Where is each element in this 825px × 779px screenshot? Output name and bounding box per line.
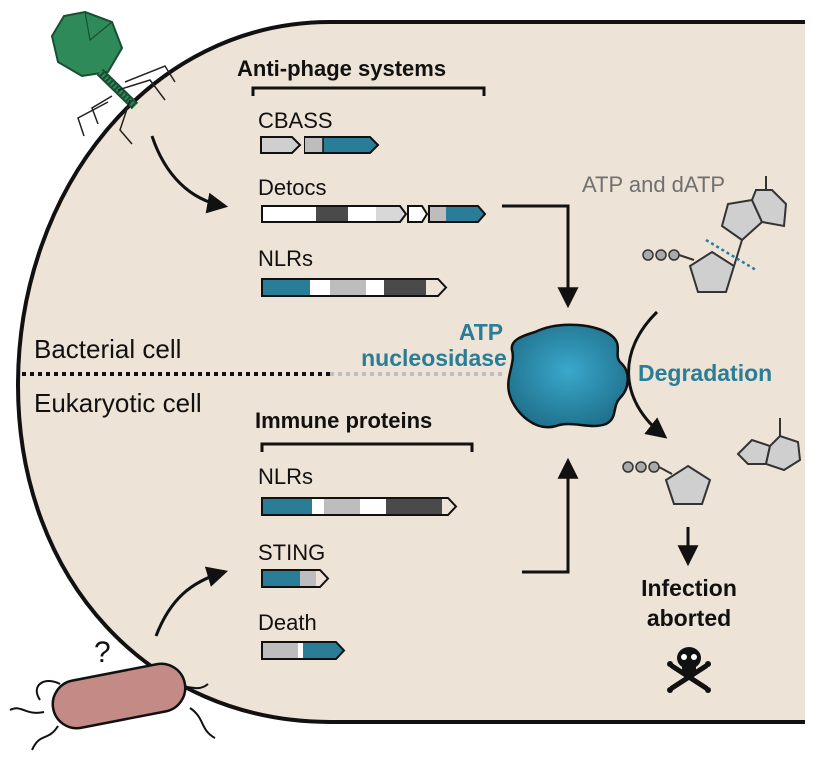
atp-molecule-icon — [642, 176, 788, 293]
atp-nucleosidase-enzyme — [507, 323, 629, 429]
gene-diagram-death — [261, 641, 346, 660]
infection-arrow — [150, 135, 229, 214]
degradation-arrow — [627, 310, 668, 439]
ribose-triphosphate-icon — [622, 461, 712, 505]
sting-to-enzyme-arrow — [522, 457, 579, 574]
phage-icon — [50, 10, 176, 145]
bacterium-icon — [9, 662, 216, 751]
gene-label-nlrs-bacterial: NLRs — [258, 246, 313, 271]
substrate-label: ATP and dATP — [582, 172, 725, 197]
anti-phage-bracket — [251, 86, 486, 96]
degradation-label: Degradation — [638, 360, 772, 386]
gene-diagram-nlrs-eukaryotic — [261, 497, 458, 516]
enzyme-label-line2: nucleosidase — [361, 345, 507, 371]
gene-label-cbass: CBASS — [258, 108, 333, 133]
detocs-to-enzyme-arrow — [502, 204, 579, 309]
anti-phage-title: Anti-phage systems — [237, 56, 446, 81]
outcome-line1: Infection — [641, 575, 737, 601]
bacterial-cell-label: Bacterial cell — [34, 334, 181, 364]
gene-label-death: Death — [258, 610, 317, 635]
outcome-line2: aborted — [647, 605, 731, 631]
gene-diagram-sting — [261, 569, 330, 588]
gene-diagram-detocs — [261, 205, 487, 223]
eukaryotic-cell-label: Eukaryotic cell — [34, 388, 202, 418]
enzyme-label-line1: ATP — [459, 319, 503, 345]
gene-label-nlrs-eukaryotic: NLRs — [258, 464, 313, 489]
adenine-icon — [736, 418, 802, 472]
bacterium-arrow — [154, 566, 229, 637]
immune-proteins-title: Immune proteins — [255, 408, 432, 433]
gene-diagram-cbass — [260, 136, 380, 154]
gene-label-sting: STING — [258, 540, 325, 565]
immune-proteins-bracket — [260, 442, 474, 452]
gene-label-detocs: Detocs — [258, 175, 326, 200]
question-mark: ? — [94, 636, 111, 669]
gene-diagram-nlrs-bacterial — [261, 278, 448, 297]
skull-crossbones-icon — [667, 647, 711, 693]
